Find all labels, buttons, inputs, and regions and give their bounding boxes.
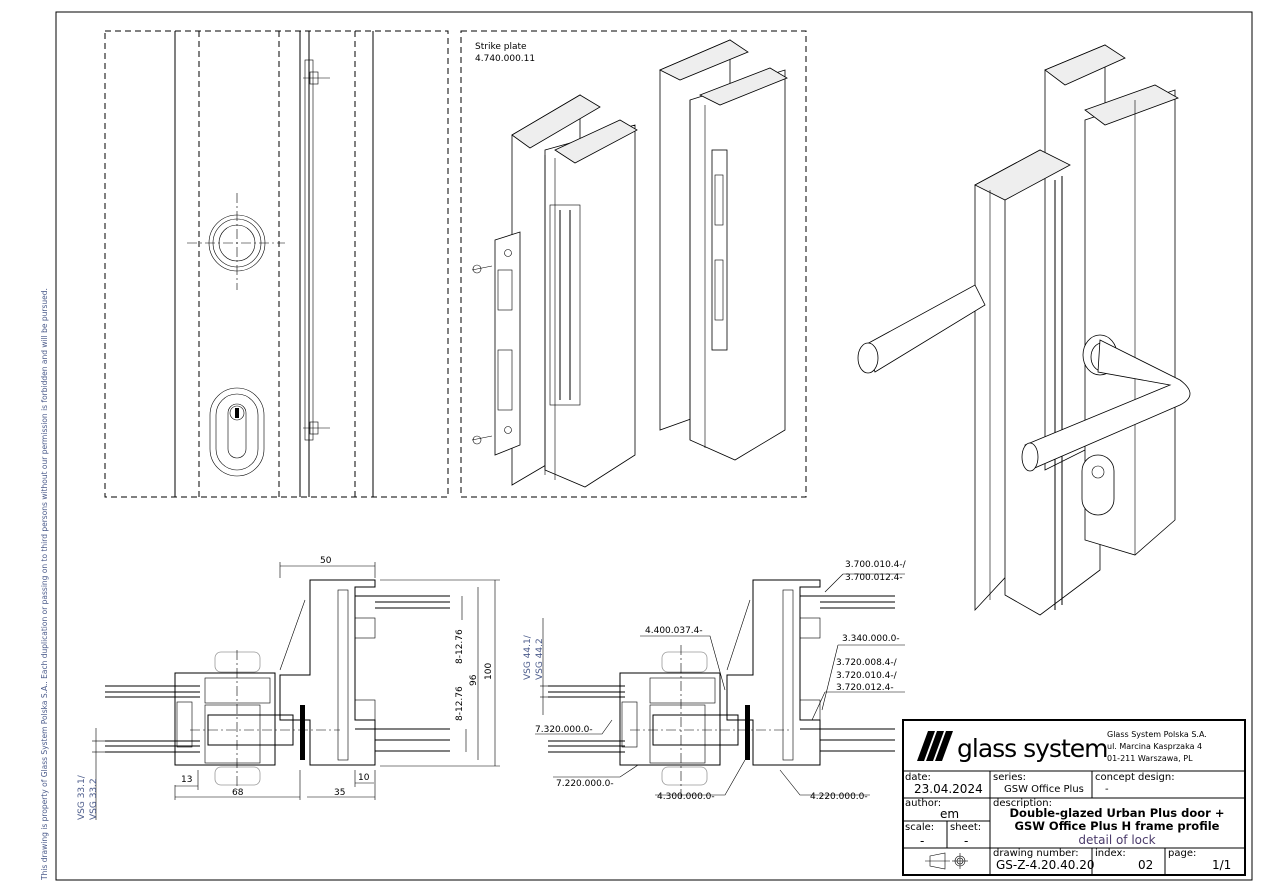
part-label: 3.720.012.4- — [836, 683, 894, 693]
glass-label-1: VSG 44.1/ — [523, 634, 533, 680]
strike-plate-label: Strike plate — [475, 42, 527, 52]
dim-gasket-right: 10 — [358, 773, 370, 783]
section-right: VSG 44.1/ VSG 44.2 3.700.010.4-/ 3.700.0… — [523, 560, 907, 802]
date-value: 23.04.2024 — [914, 782, 983, 796]
logo: glass system — [917, 731, 1109, 763]
concept-label: concept design: — [1095, 772, 1175, 783]
part-label: 3.720.010.4-/ — [836, 671, 898, 681]
description-label: description: — [993, 798, 1052, 809]
part-label: 7.220.000.0- — [556, 779, 614, 789]
part-label: 3.720.008.4-/ — [836, 658, 898, 668]
part-label: 4.220.000.0- — [810, 792, 868, 802]
part-label: 4.300.000.0- — [657, 792, 715, 802]
index-label: index: — [1095, 848, 1126, 859]
part-label: 3.700.012.4- — [845, 573, 903, 583]
scale-label: scale: — [905, 822, 934, 833]
sheet-label: sheet: — [950, 822, 981, 833]
company-name: Glass System Polska S.A. — [1107, 730, 1207, 739]
dim-top-width: 50 — [320, 556, 332, 566]
part-label: 7.320.000.0- — [535, 725, 593, 735]
projection-symbol-icon — [925, 852, 968, 870]
dim-frame-width: 35 — [334, 788, 345, 798]
glass-label-2: VSG 33.2 — [89, 778, 99, 820]
part-label: 4.400.037.4- — [645, 626, 703, 636]
glass-label-2: VSG 44.2 — [535, 638, 545, 680]
section-left: 50 100 96 8-12.76 8-12.76 13 68 35 10 VS… — [77, 556, 500, 820]
drawing-border — [55, 11, 1253, 881]
description-line-2: GSW Office Plus H frame profile — [1015, 819, 1220, 833]
dim-height-outer: 100 — [484, 663, 494, 680]
series-label: series: — [993, 772, 1026, 783]
description-line-3: detail of lock — [1078, 833, 1155, 847]
part-label: 3.340.000.0- — [842, 634, 900, 644]
dim-gasket-left: 13 — [181, 775, 192, 785]
dim-height-inner: 96 — [469, 674, 479, 686]
page-label: page: — [1168, 848, 1196, 859]
strike-plate-iso-view: Strike plate 4.740.000.11 — [460, 30, 807, 498]
author-label: author: — [905, 798, 941, 809]
description-line-1: Double-glazed Urban Plus door + — [1010, 806, 1225, 820]
company-street: ul. Marcina Kasprzaka 4 — [1107, 742, 1202, 751]
part-label: 3.700.010.4-/ — [845, 560, 907, 570]
copyright-note: This drawing is property of Glass System… — [40, 288, 49, 881]
strike-plate-code: 4.740.000.11 — [475, 54, 535, 64]
title-block: glass system Glass System Polska S.A. ul… — [902, 719, 1246, 876]
sheet-value: - — [964, 834, 968, 848]
dim-glass-upper: 8-12.76 — [455, 629, 465, 664]
cylinder-escutcheon — [209, 387, 265, 477]
glass-label-1: VSG 33.1/ — [77, 774, 87, 820]
author-value: em — [940, 807, 959, 821]
page-value: 1/1 — [1212, 858, 1231, 872]
date-label: date: — [905, 772, 931, 783]
dim-glass-lower: 8-12.76 — [455, 686, 465, 721]
handle-rosette — [187, 193, 285, 290]
door-iso-view — [857, 44, 1191, 616]
index-value: 02 — [1138, 858, 1153, 872]
series-value: GSW Office Plus — [1004, 784, 1084, 795]
elevation-view — [104, 30, 449, 498]
scale-value: - — [920, 834, 924, 848]
company-city: 01-211 Warszawa, PL — [1107, 754, 1193, 763]
concept-value: - — [1105, 784, 1109, 795]
drawing-number-value: GS-Z-4.20.40.20 — [996, 858, 1094, 872]
drawing-number-label: drawing number: — [993, 848, 1079, 859]
logo-text: glass system — [957, 734, 1108, 763]
dim-sash-width: 68 — [232, 788, 244, 798]
